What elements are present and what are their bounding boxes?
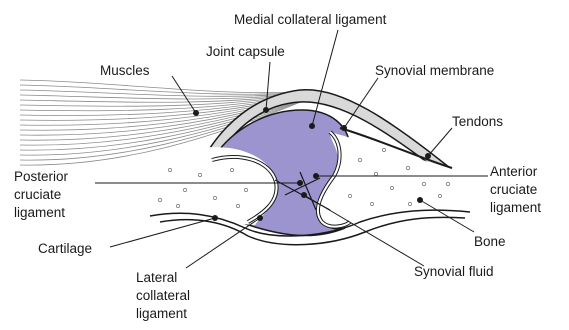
anterior-cruciate-dot	[313, 173, 319, 179]
muscles-leader	[172, 76, 196, 113]
label-joint-capsule: Joint capsule	[206, 44, 285, 59]
label-tendons: Tendons	[452, 114, 503, 129]
posterior-cruciate-dot	[297, 180, 303, 186]
tendons-leader	[428, 128, 452, 156]
medial-collateral-leader	[312, 30, 338, 126]
cartilage-leader	[110, 218, 215, 247]
label-anterior-cruciate-line-2: cruciate	[490, 182, 537, 197]
label-lateral-collateral-line-3: ligament	[136, 306, 187, 321]
label-synovial-fluid: Synovial fluid	[414, 264, 494, 279]
muscle-fiber	[20, 94, 300, 99]
label-lateral-collateral-line-1: Lateral	[136, 270, 177, 285]
lateral-collateral-dot	[257, 215, 263, 221]
muscle-fiber	[20, 90, 300, 96]
medial-collateral-dot	[309, 123, 315, 129]
synovial-fluid-dot	[301, 192, 307, 198]
label-posterior-cruciate-line-1: Posterior	[14, 169, 69, 184]
label-anterior-cruciate-line-1: Anterior	[490, 164, 538, 179]
cartilage-dot	[212, 215, 218, 221]
joint-capsule-dot	[263, 107, 269, 113]
label-cartilage: Cartilage	[38, 241, 92, 256]
tendons-dot	[425, 153, 431, 159]
label-medial-collateral-ligament: Medial collateral ligament	[234, 12, 387, 27]
label-muscles: Muscles	[100, 63, 150, 78]
label-posterior-cruciate-line-2: cruciate	[14, 187, 61, 202]
label-lateral-collateral-line-2: collateral	[136, 288, 190, 303]
label-anterior-cruciate-line-3: ligament	[490, 200, 541, 215]
synovial-membrane-dot	[341, 125, 347, 131]
bone-dot	[417, 197, 423, 203]
muscles-dot	[193, 110, 199, 116]
label-synovial-membrane: Synovial membrane	[375, 63, 494, 78]
label-bone: Bone	[474, 234, 506, 249]
label-posterior-cruciate-line-3: ligament	[14, 205, 65, 220]
